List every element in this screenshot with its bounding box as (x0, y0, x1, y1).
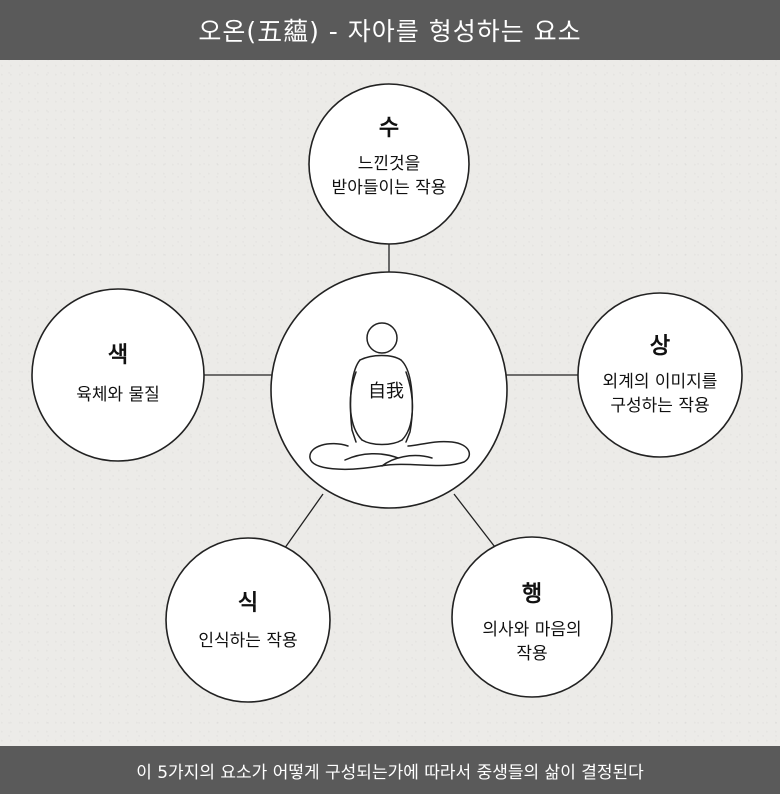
node-su: 수 느낀것을 받아들이는 작용 (332, 110, 447, 200)
node-saek: 색 육체와 물질 (76, 337, 160, 407)
center-self-label: 自我 (368, 381, 404, 402)
node-sang-desc-line1: 외계의 이미지를 (602, 372, 718, 392)
node-sang: 상 외계의 이미지를 구성하는 작용 (603, 328, 718, 418)
circle-sang (577, 292, 743, 458)
page-title: 오온(五蘊) - 자아를 형성하는 요소 (198, 17, 582, 46)
node-sang-title: 상 (649, 334, 671, 359)
circle-center (270, 271, 508, 509)
circle-haeng (451, 536, 613, 698)
node-su-desc-line1: 느낀것을 (357, 154, 421, 174)
footer-bar: 이 5가지의 요소가 어떻게 구성되는가에 따라서 중생들의 삶이 결정된다 (0, 746, 780, 794)
node-haeng: 행 의사와 마음의 작용 (482, 576, 581, 666)
circle-saek (31, 288, 205, 462)
meditating-person-icon (309, 322, 471, 471)
circle-su (308, 83, 470, 245)
node-sik: 식 인식하는 작용 (198, 585, 297, 653)
node-sik-desc-line1: 인식하는 작용 (198, 631, 298, 651)
node-saek-desc-line1: 육체와 물질 (76, 385, 160, 405)
node-haeng-title: 행 (521, 582, 543, 607)
node-sang-desc-line2: 구성하는 작용 (610, 396, 710, 416)
node-haeng-desc-line2: 작용 (516, 644, 548, 664)
connector-sik (281, 493, 324, 553)
node-haeng-desc-line1: 의사와 마음의 (482, 620, 582, 640)
node-saek-title: 색 (107, 343, 129, 368)
node-su-title: 수 (378, 116, 400, 141)
footer-caption: 이 5가지의 요소가 어떻게 구성되는가에 따라서 중생들의 삶이 결정된다 (136, 762, 644, 783)
node-su-desc-line2: 받아들이는 작용 (331, 178, 447, 198)
connector-haeng (453, 493, 499, 552)
title-bar: 오온(五蘊) - 자아를 형성하는 요소 (0, 0, 780, 60)
circle-sik (165, 537, 331, 703)
node-sik-title: 식 (237, 591, 259, 616)
